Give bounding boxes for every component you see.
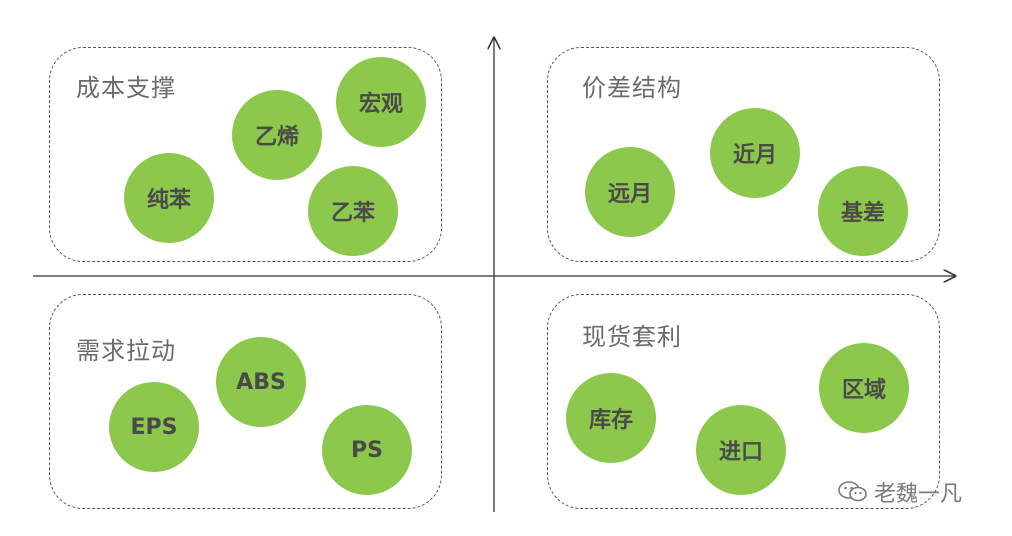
wechat-icon bbox=[838, 481, 867, 502]
quadrant-title: 现货套利 bbox=[582, 323, 682, 351]
bubble-ethylene: 乙烯 bbox=[232, 90, 322, 180]
bubble-benzene: 纯苯 bbox=[124, 153, 214, 243]
bubble-far-month: 远月 bbox=[585, 147, 675, 237]
quadrant-demand-pull: 需求拉动 ABS EPS PS bbox=[49, 294, 442, 509]
watermark-text: 老魏一凡 bbox=[874, 482, 963, 507]
bubble-ps: PS bbox=[322, 405, 412, 495]
bubble-abs: ABS bbox=[216, 337, 306, 427]
bubble-inventory: 库存 bbox=[566, 373, 656, 463]
quadrant-cost-support: 成本支撑 宏观 乙烯 纯苯 乙苯 bbox=[49, 47, 442, 262]
quadrant-spot-arbitrage: 现货套利 区域 库存 进口 bbox=[547, 294, 940, 509]
bubble-macro: 宏观 bbox=[336, 57, 426, 147]
watermark: 老魏一凡 bbox=[838, 476, 962, 508]
quadrant-title: 成本支撑 bbox=[76, 74, 176, 102]
quadrant-title: 需求拉动 bbox=[76, 337, 176, 365]
bubble-basis: 基差 bbox=[818, 166, 908, 256]
bubble-region: 区域 bbox=[819, 343, 909, 433]
quadrant-title: 价差结构 bbox=[582, 74, 682, 102]
bubble-eps: EPS bbox=[109, 382, 199, 472]
bubble-import: 进口 bbox=[696, 405, 786, 495]
bubble-near-month: 近月 bbox=[710, 108, 800, 198]
bubble-ethylbenzene: 乙苯 bbox=[308, 166, 398, 256]
quadrant-spread-structure: 价差结构 近月 远月 基差 bbox=[547, 47, 940, 262]
